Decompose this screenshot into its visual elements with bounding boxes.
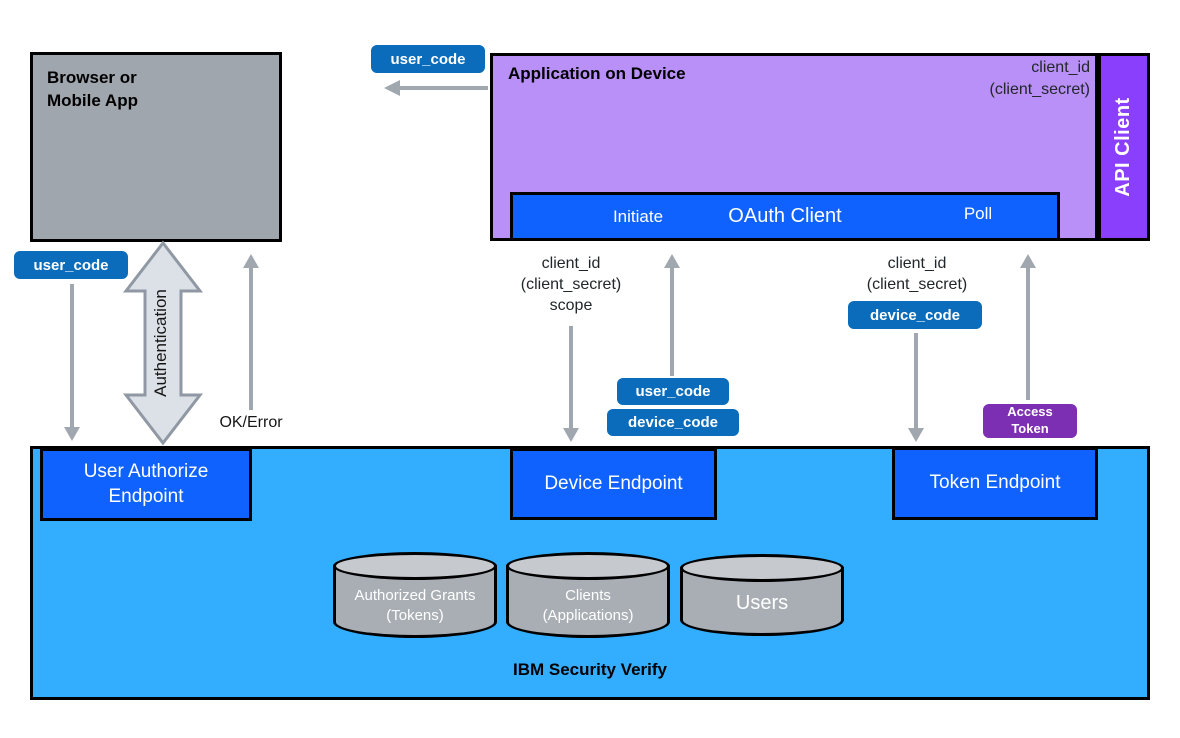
cylinder-cap [680,554,844,582]
arrow-ok-error-up [243,254,259,410]
token-request-label: client_id (client_secret) [866,255,968,294]
api-client-bar [1098,53,1150,241]
datastore-label: Authorized Grants (Tokens) [354,587,476,624]
app-client-credentials-label: client_id (client_secret) [989,59,1090,98]
device-code-badge-middle: device_code [607,409,739,436]
device-request-label: client_id (client_secret) scope [520,255,622,315]
arrow-device-request-down [563,326,579,442]
cylinder-cap [506,552,670,580]
cylinder-cap [333,552,497,580]
oauth-client-bar: Initiate OAuth Client Poll [510,192,1060,241]
arrow-user-code-down-to-authorize [64,284,80,441]
user-code-badge-top: user_code [371,45,485,73]
access-token-badge: Access Token [983,404,1077,438]
authentication-label: Authentication [151,289,170,397]
datastore-authorized-grants: Authorized Grants (Tokens) [333,552,497,638]
user-code-badge-left: user_code [14,251,128,279]
arrow-token-request-down [908,333,924,442]
datastore-label: Clients (Applications) [542,587,634,624]
ibm-security-verify-label: IBM Security Verify [512,660,667,679]
ok-error-label: OK/Error [219,414,283,431]
user-code-badge-middle: user_code [617,378,729,405]
token-endpoint-box: Token Endpoint [892,447,1098,520]
api-client-label: API Client [1112,97,1134,197]
datastore-label: Users [735,592,789,614]
device-endpoint-box: Device Endpoint [510,448,717,520]
application-on-device-title: Application on Device [508,64,686,83]
browser-mobile-app-box: Browser or Mobile App [30,52,282,242]
oauth-initiate-label: Initiate [612,206,664,226]
oauth-poll-label: Poll [963,203,993,223]
arrow-device-response-up [664,254,680,376]
arrow-token-response-up [1020,254,1036,400]
arrow-user-code-to-browser [384,80,488,96]
user-authorize-endpoint-box: User Authorize Endpoint [40,448,252,521]
oauth-client-title: OAuth Client [728,205,842,227]
datastore-clients: Clients (Applications) [506,552,670,638]
device-code-badge-right: device_code [848,301,982,329]
datastore-users: Users [680,554,844,636]
